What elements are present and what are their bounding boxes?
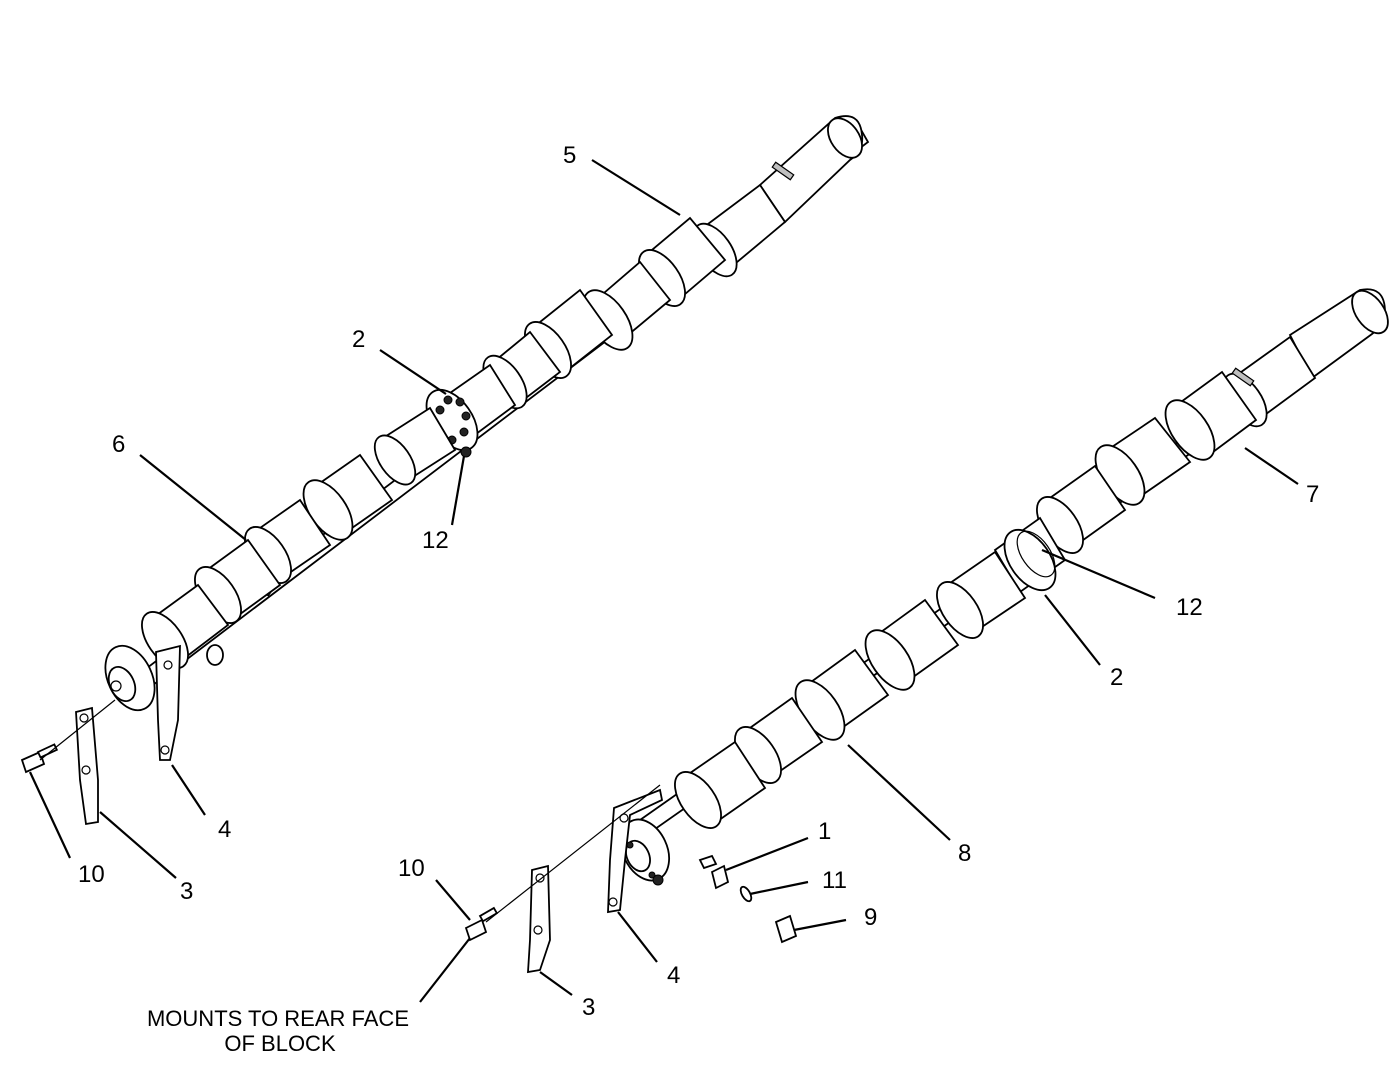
upper-thrust-plate	[155, 644, 181, 761]
mounting-note: MOUNTS TO REAR FACE OF BLOCK	[147, 1006, 409, 1056]
lower-camshaft-front-hub	[620, 818, 670, 886]
lower-camshaft-end-journal	[1288, 288, 1389, 380]
callout-2-upper: 2	[352, 326, 365, 353]
upper-camshaft-lobes-front	[141, 406, 457, 669]
callout-4-right: 4	[667, 962, 680, 989]
lower-bolt	[464, 784, 661, 942]
callout-4-left: 4	[218, 816, 231, 843]
callout-1: 1	[818, 818, 831, 845]
callout-12-lower: 12	[1176, 594, 1203, 621]
callout-10-right: 10	[398, 855, 425, 882]
lower-retainer-plate	[527, 864, 551, 974]
upper-camshaft-front-hub	[104, 644, 224, 712]
callout-11: 11	[822, 867, 847, 894]
callout-10-left: 10	[78, 861, 105, 888]
callout-labels: 5 2 6 12 7 12 2 4 10 3 8 1 11 9 10 4 3	[78, 142, 1319, 1021]
callout-8: 8	[958, 840, 971, 867]
lower-camshaft	[464, 288, 1389, 974]
callout-7: 7	[1306, 481, 1319, 508]
lower-camshaft-lobes-front	[674, 550, 1027, 829]
callout-6: 6	[112, 431, 125, 458]
callout-2-lower: 2	[1110, 664, 1123, 691]
sensor-pin	[698, 854, 730, 890]
o-ring-washer	[739, 885, 753, 903]
upper-bolt	[20, 699, 116, 774]
upper-camshaft-end-journal	[758, 115, 864, 224]
lower-camshaft-lobes	[1036, 335, 1317, 554]
leader-lines	[29, 159, 1299, 1003]
callout-12-upper: 12	[422, 527, 449, 554]
upper-camshaft	[20, 115, 870, 826]
callout-5: 5	[563, 142, 576, 169]
upper-camshaft-lobes	[482, 183, 787, 410]
callout-3-right: 3	[582, 994, 595, 1021]
callout-3-left: 3	[180, 878, 193, 905]
upper-retainer-plate	[75, 706, 99, 826]
note-line-2: OF BLOCK	[224, 1031, 336, 1056]
note-line-1: MOUNTS TO REAR FACE	[147, 1006, 409, 1031]
small-bolt	[774, 914, 798, 944]
callout-9: 9	[864, 904, 877, 931]
